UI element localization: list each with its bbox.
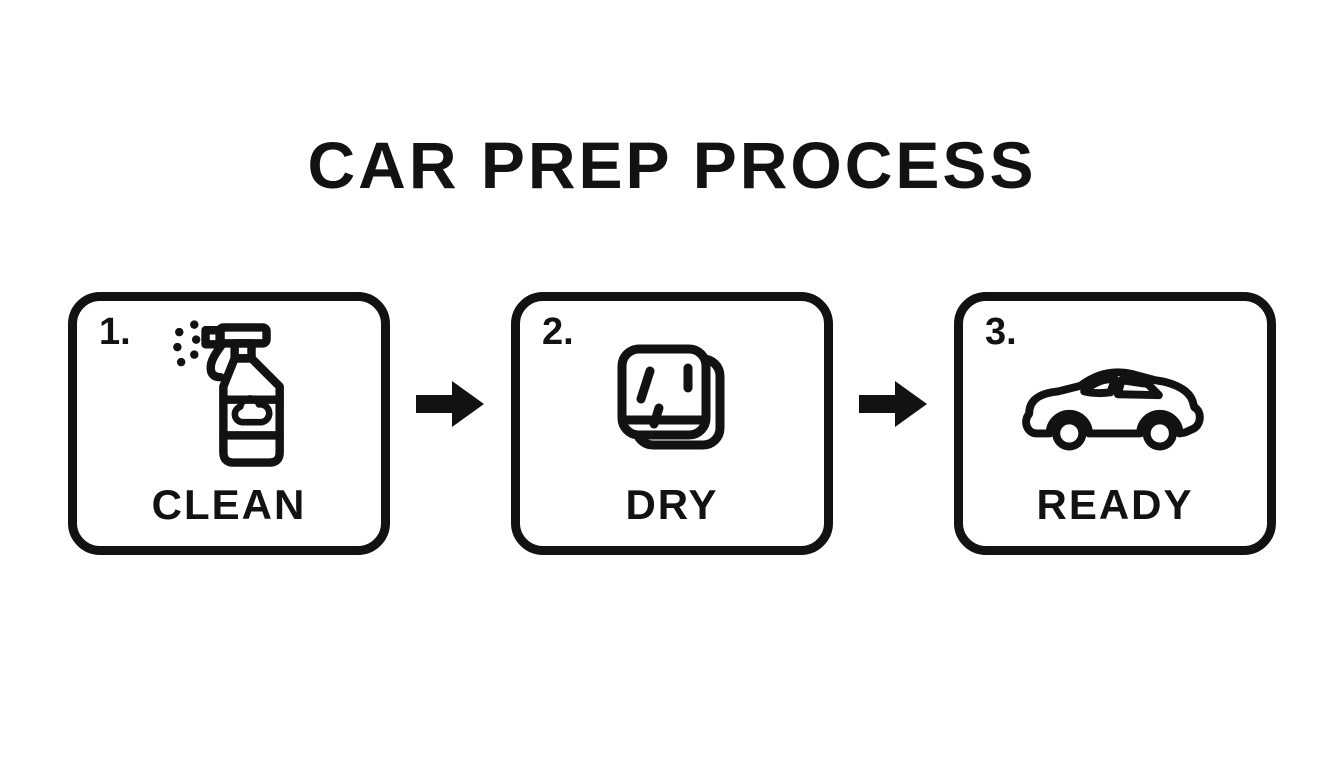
process-steps-row: 1.: [0, 292, 1344, 555]
arrow-right-icon: [833, 292, 954, 555]
step-number: 1.: [99, 311, 131, 353]
arrow-right-icon: [390, 292, 511, 555]
step-box-dry: 2. DRY: [511, 292, 833, 555]
towel-icon: [520, 339, 824, 464]
car-icon: [963, 353, 1267, 456]
step-label: READY: [1036, 481, 1194, 528]
step-number: 2.: [542, 311, 574, 353]
step-box-ready: 3. READY: [954, 292, 1276, 555]
step-number: 3.: [985, 311, 1017, 353]
step-box-clean: 1.: [68, 292, 390, 555]
step-label: CLEAN: [151, 481, 307, 528]
spray-bottle-icon: [77, 315, 381, 475]
page-title: CAR PREP PROCESS: [307, 128, 1037, 202]
step-label: DRY: [625, 481, 719, 528]
